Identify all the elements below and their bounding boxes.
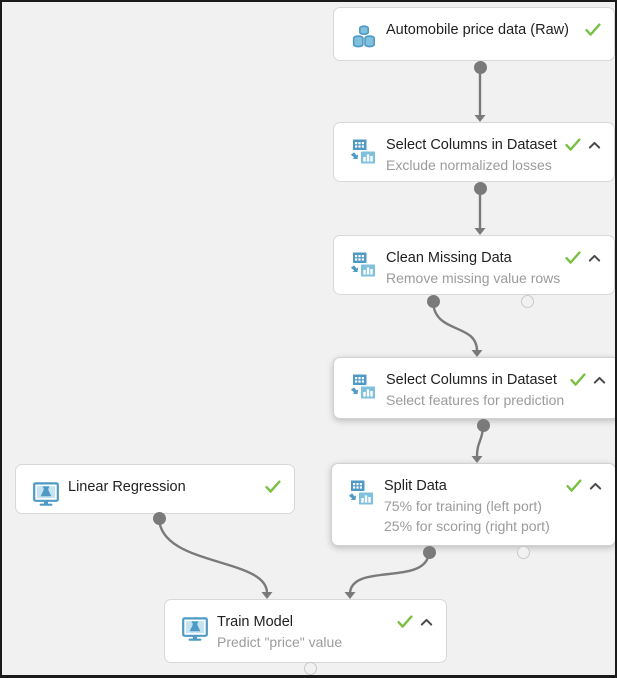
node-status xyxy=(570,372,606,388)
select-columns-1-output-port[interactable] xyxy=(474,182,487,195)
node-title: Select Columns in Dataset xyxy=(386,137,557,153)
node-subtitle: Exclude normalized losses xyxy=(386,157,552,173)
train-model-output-port[interactable] xyxy=(304,662,317,675)
node-body: Automobile price data (Raw) xyxy=(386,8,615,40)
node-status xyxy=(565,250,601,266)
node-subtitle: Remove missing value rows xyxy=(386,270,561,286)
model-monitor-icon xyxy=(32,480,60,508)
select-columns-2-output-port[interactable] xyxy=(477,419,490,432)
automobile-output-port[interactable] xyxy=(474,61,487,74)
node-split-data[interactable]: Split Data 75% for training (left port) 25… xyxy=(331,463,615,546)
check-icon xyxy=(565,137,581,153)
select-columns-icon xyxy=(348,479,376,507)
wire-cleanmissing-to-select2-arrowhead xyxy=(471,350,483,357)
linear-regression-output-port[interactable] xyxy=(153,512,166,525)
node-title: Clean Missing Data xyxy=(386,250,512,266)
database-stack-icon xyxy=(350,23,378,51)
node-subtitle: Predict "price" value xyxy=(217,634,343,650)
node-title: Linear Regression xyxy=(68,479,186,495)
node-status xyxy=(566,478,602,494)
wire-splitdata-to-train-arrowhead xyxy=(344,592,356,599)
split-data-output-right[interactable] xyxy=(517,546,530,559)
node-automobile-price-data-raw[interactable]: Automobile price data (Raw) xyxy=(333,7,615,61)
check-icon xyxy=(566,478,582,494)
check-icon xyxy=(265,479,281,495)
node-linear-regression[interactable]: Linear Regression xyxy=(15,464,295,514)
chevron-up-icon[interactable] xyxy=(593,374,606,387)
clean-missing-output-left[interactable] xyxy=(427,295,440,308)
wire-linearregression-to-train-arrowhead xyxy=(261,592,273,599)
node-title: Split Data xyxy=(384,478,447,494)
node-status xyxy=(265,479,281,495)
node-title: Automobile price data (Raw) xyxy=(386,22,569,38)
chevron-up-icon[interactable] xyxy=(588,139,601,152)
split-data-output-left[interactable] xyxy=(423,546,436,559)
node-status xyxy=(565,137,601,153)
wire-select1-to-cleanmissing-arrowhead xyxy=(474,228,486,235)
wire-linearregression-to-train[interactable] xyxy=(157,515,269,595)
wire-select2-to-splitdata-arrowhead xyxy=(471,456,483,463)
select-columns-icon xyxy=(350,138,378,166)
check-icon xyxy=(570,372,586,388)
node-subtitle: Select features for prediction xyxy=(386,392,565,408)
node-subtitle: 75% for training (left port) xyxy=(384,498,542,514)
node-body: Linear Regression xyxy=(68,465,246,497)
wire-cleanmissing-to-select2[interactable] xyxy=(431,298,479,353)
select-columns-icon xyxy=(350,373,378,401)
node-title: Select Columns in Dataset xyxy=(386,372,557,388)
check-icon xyxy=(397,614,413,630)
chevron-up-icon[interactable] xyxy=(420,616,433,629)
wire-automobile-to-select1-arrowhead xyxy=(474,115,486,122)
wire-splitdata-to-train[interactable] xyxy=(348,549,431,595)
clean-missing-output-right[interactable] xyxy=(521,295,534,308)
node-status xyxy=(397,614,433,630)
select-columns-icon xyxy=(350,251,378,279)
node-title: Train Model xyxy=(217,614,294,630)
check-icon xyxy=(585,22,601,38)
chevron-up-icon[interactable] xyxy=(588,252,601,265)
node-body: Split Data 75% for training (left port) 25… xyxy=(384,464,610,536)
chevron-up-icon[interactable] xyxy=(589,480,602,493)
model-monitor-icon xyxy=(181,615,209,643)
node-subtitle-secondary: 25% for scoring (right port) xyxy=(384,518,550,534)
check-icon xyxy=(565,250,581,266)
node-status xyxy=(585,22,601,38)
